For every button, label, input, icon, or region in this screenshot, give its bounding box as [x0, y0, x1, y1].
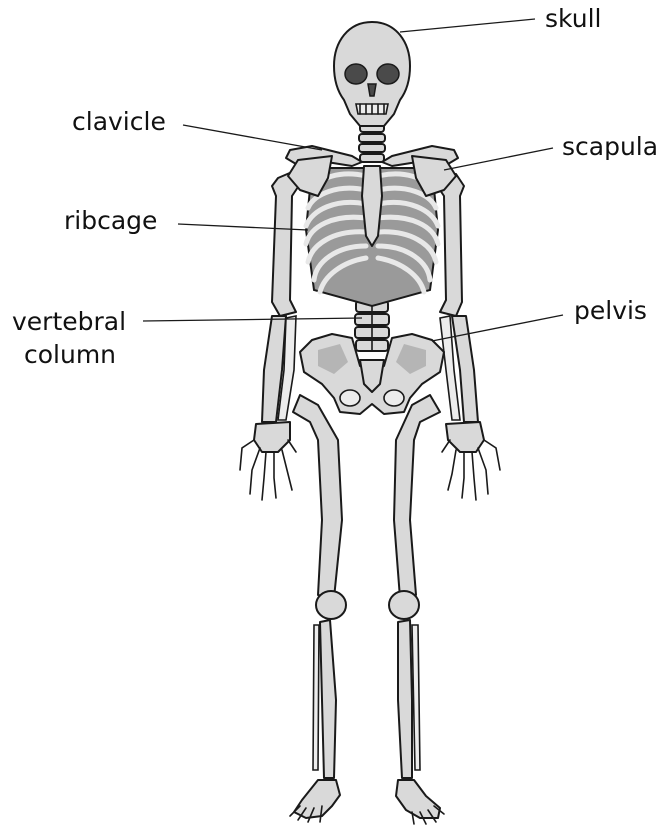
- label-pelvis: pelvis: [574, 296, 647, 326]
- label-clavicle: clavicle: [72, 107, 166, 137]
- label-vertebral: vertebral: [12, 307, 126, 337]
- label-ribcage: ribcage: [64, 206, 157, 236]
- scapula-leader: [444, 148, 553, 170]
- label-column: column: [24, 340, 116, 370]
- left-arm: [240, 172, 300, 500]
- ribcage-bone: [306, 166, 438, 306]
- label-skull: skull: [545, 4, 601, 34]
- vertebral-column-leader: [143, 318, 362, 321]
- skull-bone: [334, 22, 410, 126]
- left-leg: [290, 395, 346, 822]
- skull-leader: [400, 19, 535, 32]
- clavicle-leader: [183, 125, 322, 150]
- neck-bone: [359, 124, 385, 162]
- right-arm: [436, 174, 500, 500]
- label-scapula: scapula: [562, 132, 658, 162]
- right-leg: [389, 395, 444, 824]
